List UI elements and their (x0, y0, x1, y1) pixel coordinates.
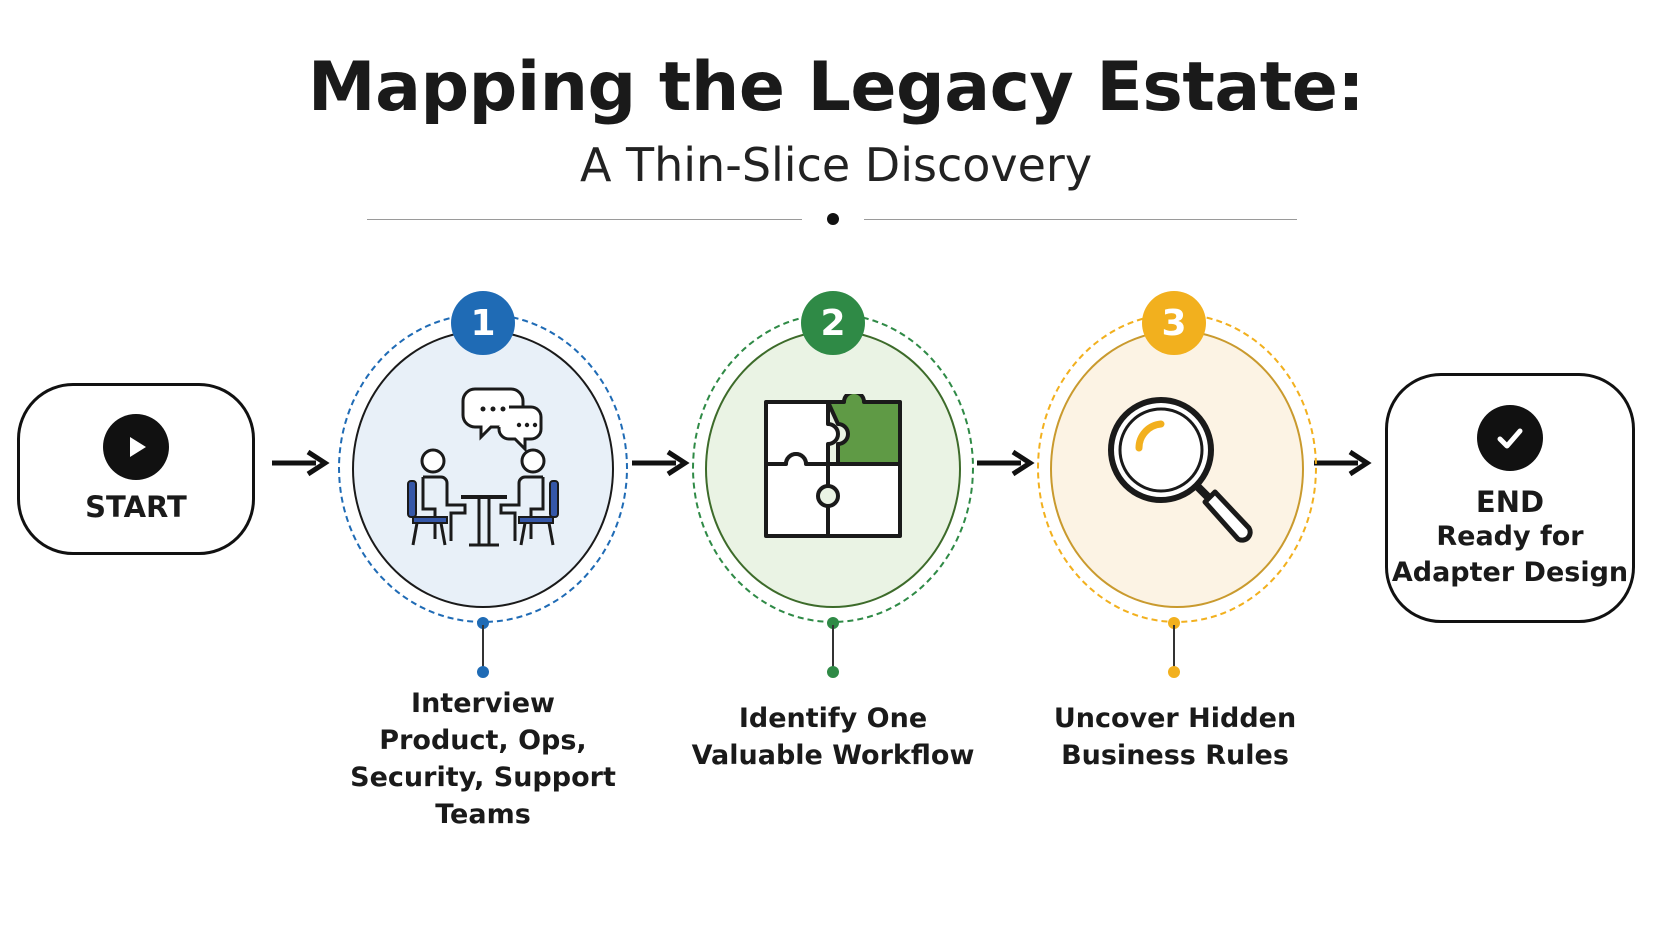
step2-number-badge: 2 (801, 291, 865, 355)
step3-connector-dot-bottom (1168, 666, 1180, 678)
step2-label: Identify One Valuable Workflow (691, 703, 975, 771)
step3-circle (1050, 330, 1304, 608)
puzzle-icon (764, 394, 902, 538)
meeting-icon (407, 387, 559, 547)
divider-dot (827, 213, 839, 225)
end-node: END Ready for Adapter Design (1385, 373, 1635, 623)
step2-connector-line (832, 625, 834, 670)
end-subtext-line1: Ready for (1436, 521, 1584, 552)
step1-connector-line (482, 625, 484, 670)
magnifier-icon (1108, 397, 1253, 543)
arrow-start-to-step1 (272, 449, 330, 477)
end-label: END (1475, 485, 1545, 519)
step1-connector-dot-top (477, 617, 489, 629)
divider-line-left (367, 219, 802, 220)
step3-connector-line (1173, 625, 1175, 670)
step3-number-badge: 3 (1142, 291, 1206, 355)
step1-number-badge: 1 (451, 291, 515, 355)
divider-line-right (864, 219, 1297, 220)
step1-circle (352, 330, 614, 608)
start-label: START (85, 490, 187, 524)
step2-connector-dot-top (827, 617, 839, 629)
page-subtitle: A Thin-Slice Discovery (579, 138, 1093, 192)
play-icon (103, 414, 169, 480)
check-icon (1477, 405, 1543, 471)
step3-label: Uncover Hidden Business Rules (1053, 703, 1297, 771)
start-node: START (17, 383, 255, 555)
step1-connector-dot-bottom (477, 666, 489, 678)
step3-connector-dot-top (1168, 617, 1180, 629)
arrow-step1-to-step2 (632, 449, 690, 477)
arrow-step2-to-step3 (977, 449, 1035, 477)
page-title: Mapping the Legacy Estate: (307, 48, 1365, 127)
end-subtext-line2: Adapter Design (1391, 557, 1629, 588)
step1-label: Interview Product, Ops, Security, Suppor… (350, 688, 616, 830)
arrow-step3-to-end (1314, 449, 1372, 477)
step2-circle (705, 330, 961, 608)
step2-connector-dot-bottom (827, 666, 839, 678)
